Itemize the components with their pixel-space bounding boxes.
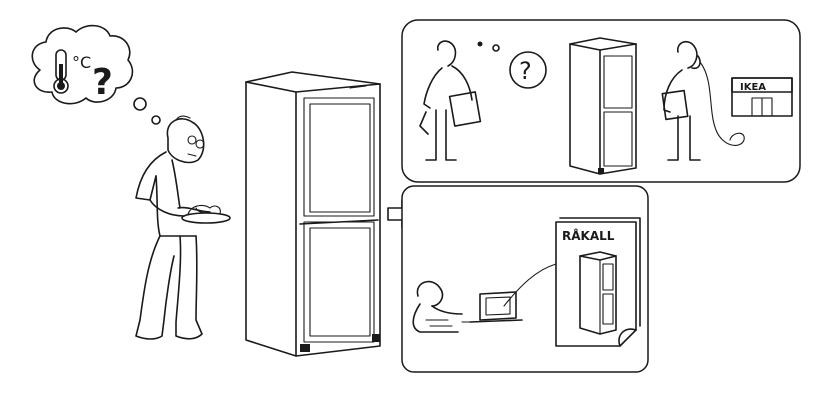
question-icon	[509, 51, 547, 89]
fridge-large	[245, 71, 381, 357]
person-with-plate	[135, 115, 231, 340]
thought-dot-large	[133, 97, 147, 111]
help-question-mark: ?	[519, 57, 532, 85]
thought-question-mark: ?	[92, 62, 113, 103]
thermometer-icon	[53, 49, 69, 94]
thought-bubble	[31, 24, 134, 105]
laptop-icon	[461, 291, 523, 323]
online-panel-frame	[401, 185, 649, 373]
help-panel: ? IKEA	[401, 19, 801, 183]
manual-booklet-icon	[555, 217, 641, 347]
person-on-phone	[661, 40, 745, 161]
thought-dot-small	[151, 115, 161, 125]
manual-title: RÅKALL	[562, 228, 615, 243]
thought-cloud: °C ?	[31, 24, 161, 125]
person-at-laptop	[412, 280, 463, 333]
unit-label: °C	[72, 53, 91, 72]
store-sign: IKEA	[740, 82, 766, 93]
fridge-small	[569, 37, 637, 175]
person-reading	[419, 40, 482, 161]
help-panel-frame	[401, 19, 801, 183]
online-panel: RÅKALL	[401, 185, 649, 373]
store-icon	[731, 77, 793, 117]
